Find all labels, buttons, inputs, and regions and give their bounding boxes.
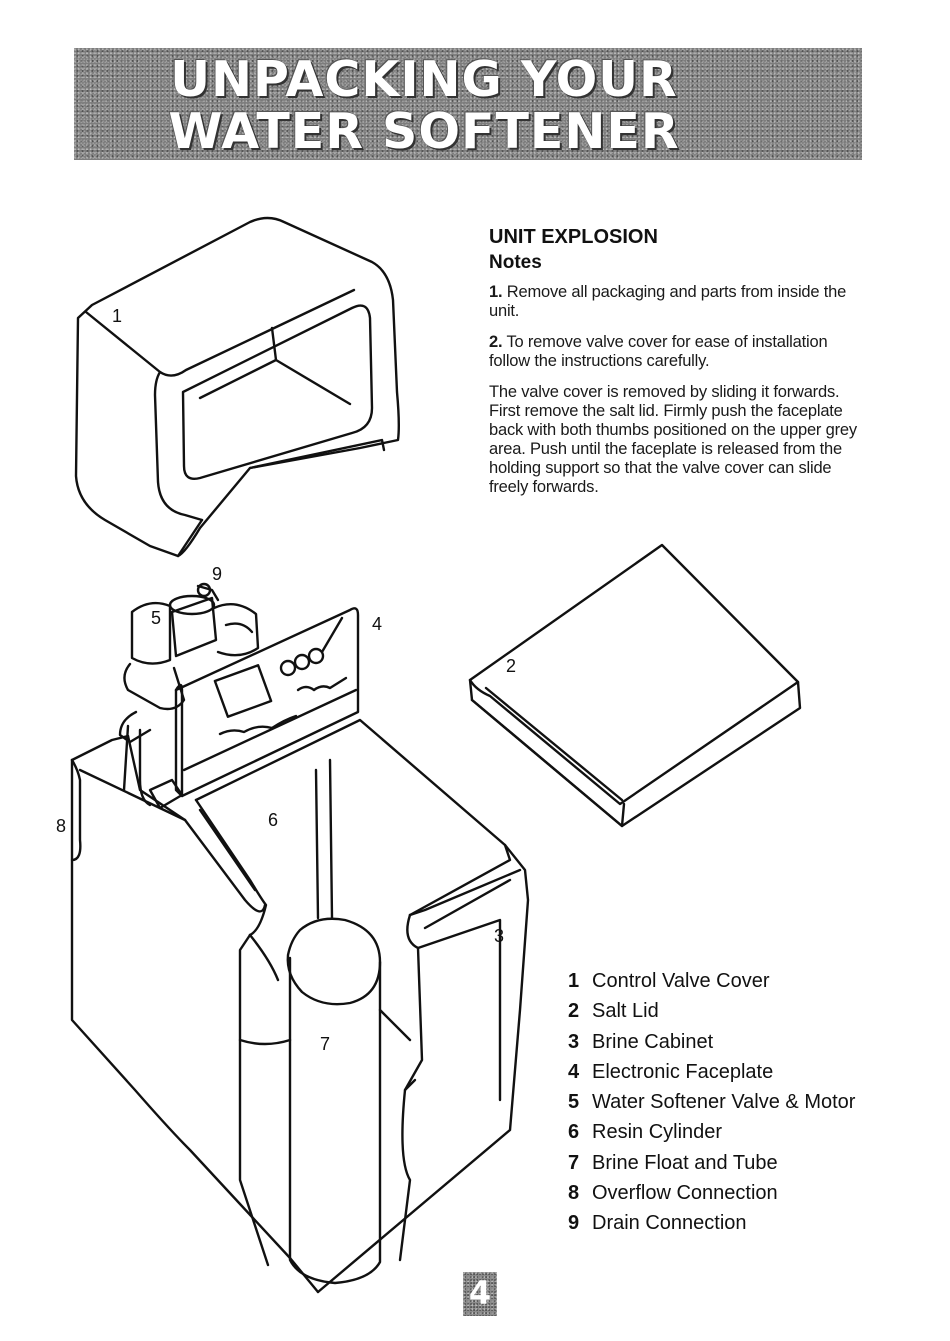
- legend-number: 9: [568, 1212, 580, 1235]
- control-valve-cover-drawing: [74, 216, 400, 558]
- legend-item: 4 Electronic Faceplate: [568, 1057, 855, 1087]
- page-title-line-2: WATER SOFTENER: [168, 103, 680, 160]
- page-number: 4: [468, 1274, 492, 1312]
- note-item-2-number: 2.: [489, 333, 503, 351]
- notes-heading: UNIT EXPLOSION: [489, 226, 658, 248]
- legend-item: 7 Brine Float and Tube: [568, 1148, 855, 1178]
- legend-number: 2: [568, 1000, 580, 1023]
- legend-item: 1 Control Valve Cover: [568, 966, 855, 996]
- legend-label: Drain Connection: [592, 1212, 747, 1235]
- notes-subheading: Notes: [489, 252, 542, 273]
- callout-1: 1: [112, 306, 122, 326]
- valve-cover-instructions: The valve cover is removed by sliding it…: [489, 383, 857, 496]
- callout-8: 8: [56, 816, 66, 836]
- legend-number: 6: [568, 1121, 580, 1144]
- legend-number: 5: [568, 1091, 580, 1114]
- note-item-2-text: To remove valve cover for ease of instal…: [489, 333, 828, 370]
- page-number-badge: 4: [463, 1272, 497, 1316]
- legend-label: Brine Float and Tube: [592, 1151, 778, 1174]
- parts-legend: 1 Control Valve Cover 2 Salt Lid 3 Brine Ca…: [568, 966, 855, 1239]
- callout-3: 3: [494, 926, 504, 946]
- legend-label: Resin Cylinder: [592, 1121, 723, 1144]
- valve-and-motor-drawing: [118, 582, 260, 807]
- legend-item: 2 Salt Lid: [568, 996, 855, 1026]
- note-item-1: 1. Remove all packaging and parts from i…: [489, 283, 859, 321]
- legend-label: Electronic Faceplate: [592, 1060, 774, 1083]
- page-title: UNPACKING YOUR WATER SOFTENER: [74, 54, 774, 158]
- legend-item: 3 Brine Cabinet: [568, 1027, 855, 1057]
- note-item-1-number: 1.: [489, 283, 503, 301]
- legend-label: Water Softener Valve & Motor: [592, 1091, 856, 1114]
- callout-7: 7: [320, 1034, 330, 1054]
- brine-cabinet-drawing: [70, 718, 530, 1294]
- callout-4: 4: [372, 614, 382, 634]
- legend-number: 7: [568, 1151, 580, 1174]
- legend-label: Overflow Connection: [592, 1182, 778, 1205]
- legend-item: 9 Drain Connection: [568, 1208, 855, 1238]
- callout-5: 5: [151, 608, 161, 628]
- electronic-faceplate-drawing: [148, 607, 360, 810]
- salt-lid-drawing: [468, 543, 802, 828]
- legend-item: 6 Resin Cylinder: [568, 1117, 855, 1147]
- legend-number: 4: [568, 1060, 580, 1083]
- callout-2: 2: [506, 656, 516, 676]
- note-item-2: 2. To remove valve cover for ease of ins…: [489, 333, 859, 371]
- page-title-line-1: UNPACKING YOUR: [170, 51, 678, 108]
- legend-item: 8 Overflow Connection: [568, 1178, 855, 1208]
- legend-label: Salt Lid: [592, 1000, 659, 1023]
- legend-item: 5 Water Softener Valve & Motor: [568, 1087, 855, 1117]
- legend-number: 8: [568, 1182, 580, 1205]
- legend-label: Control Valve Cover: [592, 970, 770, 992]
- callout-9: 9: [212, 564, 222, 584]
- callout-6: 6: [268, 810, 278, 830]
- unit-explosion-notes: UNIT EXPLOSION Notes 1. Remove all packa…: [489, 224, 859, 509]
- legend-label: Brine Cabinet: [592, 1030, 714, 1053]
- title-banner: UNPACKING YOUR WATER SOFTENER: [74, 48, 862, 160]
- note-item-1-text: Remove all packaging and parts from insi…: [489, 283, 847, 320]
- legend-number: 1: [568, 970, 580, 992]
- legend-number: 3: [568, 1030, 580, 1053]
